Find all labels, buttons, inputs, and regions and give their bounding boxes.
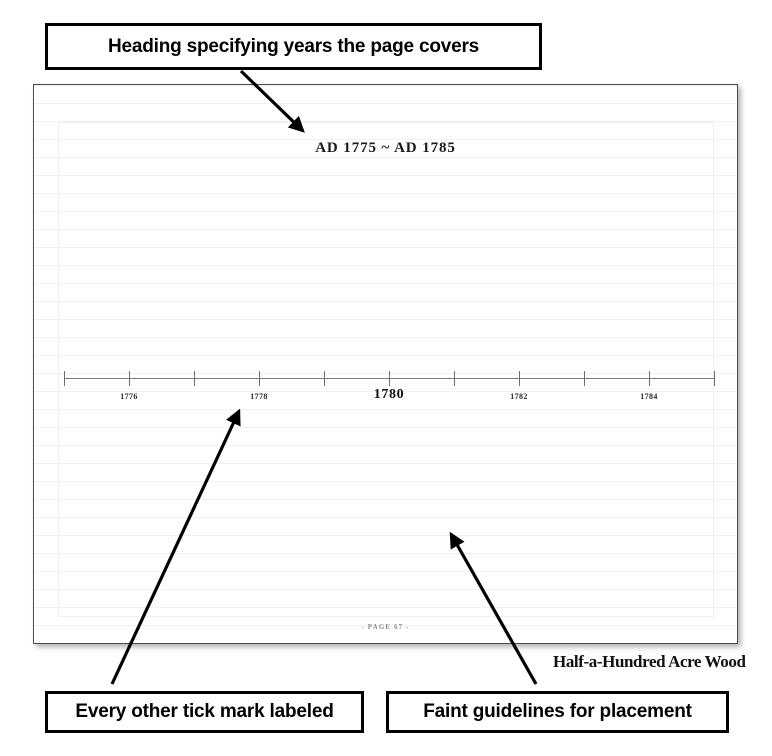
tick-label: 1778 — [250, 392, 268, 401]
site-credit: Half-a-Hundred Acre Wood — [553, 652, 746, 671]
tick-mark — [64, 371, 65, 386]
tick-mark — [584, 371, 585, 386]
tick-mark — [519, 371, 520, 386]
annotation-ticks-note-label: Every other tick mark labeled — [75, 701, 334, 722]
page-heading: AD 1775 ~ AD 1785 — [315, 140, 456, 156]
annotation-heading-note: Heading specifying years the page covers — [45, 23, 542, 70]
tick-mark — [649, 371, 650, 386]
annotation-guides-note: Faint guidelines for placement — [386, 691, 729, 733]
content-frame — [58, 122, 714, 617]
annotation-heading-note-label: Heading specifying years the page covers — [107, 35, 480, 57]
tick-mark — [389, 371, 390, 386]
tick-mark — [714, 371, 715, 386]
tick-mark — [194, 371, 195, 386]
annotation-guides-note-label: Faint guidelines for placement — [423, 701, 692, 722]
tick-label: 1782 — [510, 392, 528, 401]
tick-mark — [259, 371, 260, 386]
annotation-ticks-note: Every other tick mark labeled — [45, 691, 364, 733]
tick-label: 1784 — [640, 392, 658, 401]
tick-label: 1776 — [120, 392, 138, 401]
tick-mark — [129, 371, 130, 386]
tick-mark — [324, 371, 325, 386]
tick-label: 1780 — [373, 387, 405, 402]
timeline-axis: 1776 1778 1780 1782 1784 — [64, 371, 715, 424]
page-number: - PAGE 67 - — [361, 623, 410, 631]
tick-mark — [454, 371, 455, 386]
timeline-page-sheet: AD 1775 ~ AD 1785 1776 1778 1780 1782 1784 -… — [33, 84, 738, 644]
